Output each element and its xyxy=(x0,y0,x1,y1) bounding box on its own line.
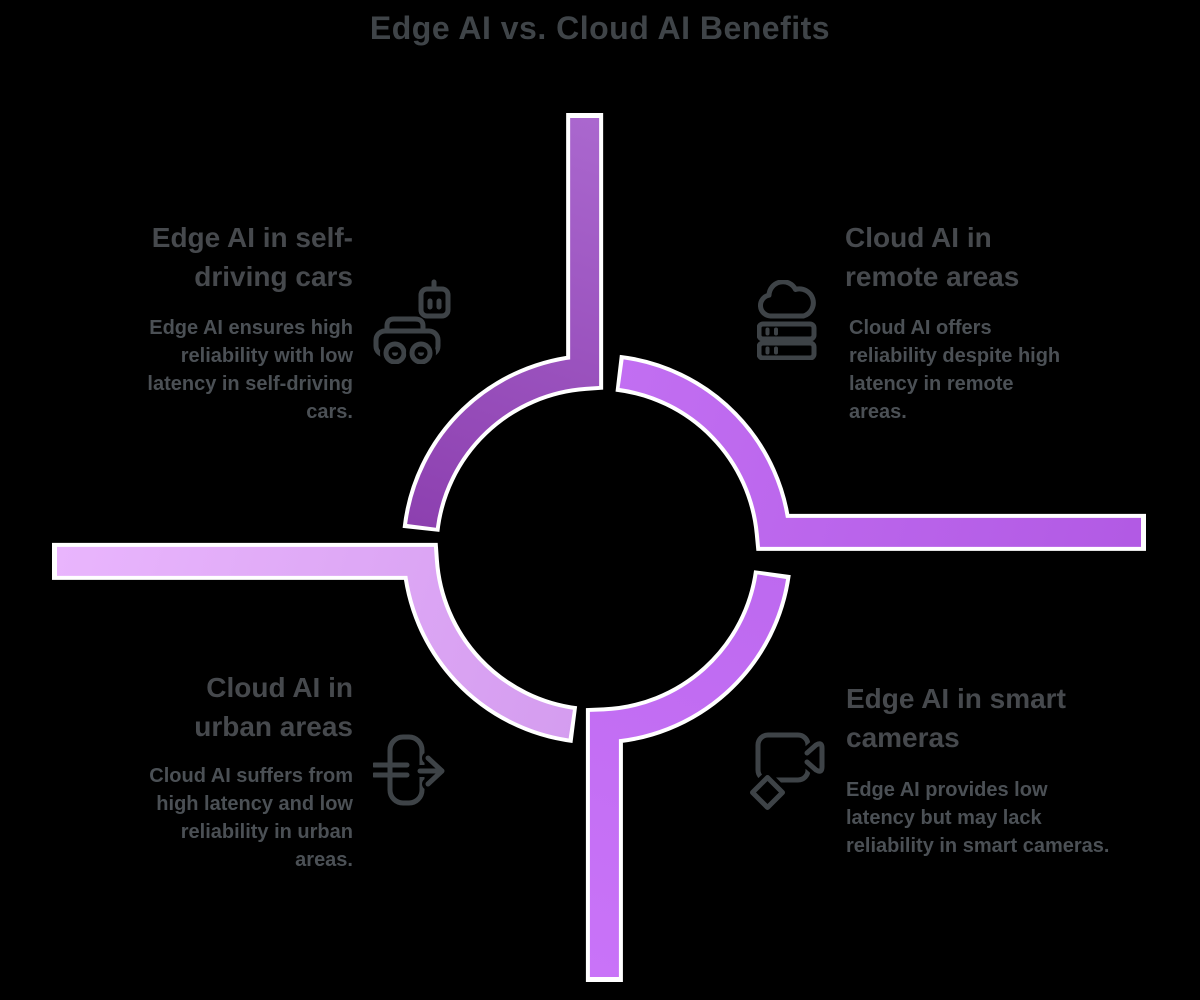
quadrant-heading-cloud-ai-urban: Cloud AI in urban areas xyxy=(194,672,353,742)
segment-top-left xyxy=(407,118,600,529)
cloud-server-icon xyxy=(757,280,817,360)
self-driving-car-icon xyxy=(373,279,451,364)
quadrant-body-cloud-ai-remote: Cloud AI offers reliability despite high… xyxy=(849,317,1061,423)
data-transfer-icon xyxy=(373,734,448,806)
segment-bottom-right xyxy=(589,574,787,977)
quadrant-heading-edge-ai-smart-cameras: Edge AI in smart cameras xyxy=(846,683,1066,753)
quadrant-body-cloud-ai-urban: Cloud AI suffers from high latency and l… xyxy=(149,765,353,871)
quadrant-body-edge-ai-smart-cameras: Edge AI provides low latency but may lac… xyxy=(846,779,1110,857)
quadrant-body-edge-ai-self-driving: Edge AI ensures high reliability with lo… xyxy=(147,317,353,423)
quadrant-heading-edge-ai-self-driving: Edge AI in self- driving cars xyxy=(151,222,353,292)
quadrant-heading-cloud-ai-remote: Cloud AI in remote areas xyxy=(845,222,1020,292)
segment-top-right xyxy=(619,359,1141,547)
diagram-title: Edge AI vs. Cloud AI Benefits xyxy=(369,10,831,46)
segment-bottom-left xyxy=(57,546,574,739)
smart-camera-icon xyxy=(750,732,826,810)
flow-segments xyxy=(57,118,1141,977)
